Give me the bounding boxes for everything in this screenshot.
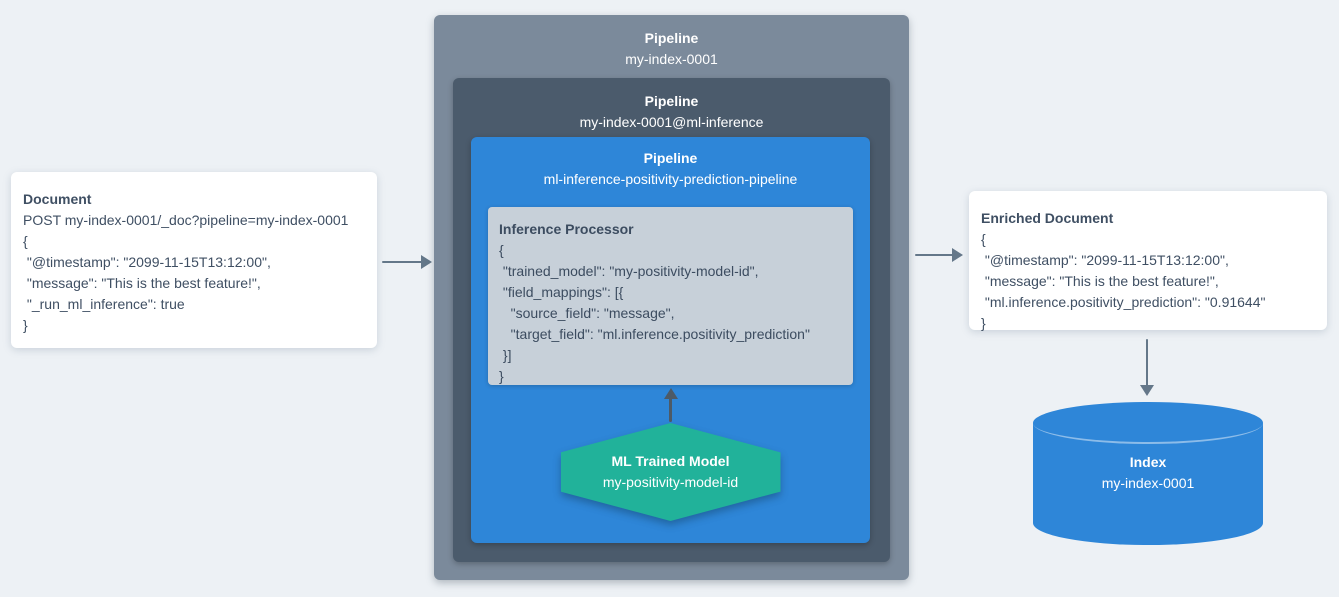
document-card-title: Document xyxy=(23,191,92,207)
arrow-document-to-pipeline xyxy=(382,254,432,270)
code-line: "@timestamp": "2099-11-15T13:12:00", xyxy=(981,252,1229,268)
pipeline-prediction-title: Pipeline xyxy=(643,150,698,166)
arrow-shaft xyxy=(915,253,954,257)
code-line: "message": "This is the best feature!", xyxy=(981,273,1219,289)
enriched-document-card: Enriched Document { "@timestamp": "2099-… xyxy=(969,191,1327,331)
code-line: } xyxy=(23,317,28,333)
cylinder-top-ellipse xyxy=(1033,402,1263,444)
ml-trained-model-node: ML Trained Model my-positivity-model-id xyxy=(560,423,781,521)
ml-trained-model-name: my-positivity-model-id xyxy=(602,474,739,490)
pipeline-box-outer: Pipeline my-index-0001 Pipeline my-index… xyxy=(434,15,909,580)
index-label: Index my-index-0001 xyxy=(1033,452,1263,494)
document-code: POST my-index-0001/_doc?pipeline=my-inde… xyxy=(23,210,365,336)
enriched-document-title: Enriched Document xyxy=(981,210,1114,226)
pipeline-ml-inference-name: my-index-0001@ml-inference xyxy=(579,114,764,130)
inference-processor-code: { "trained_model": "my-positivity-model-… xyxy=(499,240,842,387)
arrow-head-down-icon xyxy=(1140,385,1154,396)
code-line: { xyxy=(981,231,986,247)
pipeline-prediction-name: ml-inference-positivity-prediction-pipel… xyxy=(543,171,798,187)
code-line: "ml.inference.positivity_prediction": "0… xyxy=(981,294,1266,310)
code-line: }] xyxy=(499,347,512,363)
code-line: "trained_model": "my-positivity-model-id… xyxy=(499,263,759,279)
code-line: { xyxy=(23,233,28,249)
code-line: } xyxy=(981,315,986,331)
code-line: "_run_ml_inference": true xyxy=(23,296,185,312)
arrow-shaft xyxy=(1145,339,1149,387)
index-cylinder: Index my-index-0001 xyxy=(1033,402,1263,545)
pipeline-box-prediction: Pipeline ml-inference-positivity-predict… xyxy=(471,137,870,543)
code-line: POST my-index-0001/_doc?pipeline=my-inde… xyxy=(23,212,349,228)
enriched-document-code: { "@timestamp": "2099-11-15T13:12:00", "… xyxy=(981,229,1315,334)
index-name: my-index-0001 xyxy=(1101,475,1195,491)
index-title: Index xyxy=(1129,454,1167,470)
arrow-head-up-icon xyxy=(663,388,678,399)
arrow-shaft xyxy=(669,397,672,422)
hexagon-shape: ML Trained Model my-positivity-model-id xyxy=(560,423,781,521)
pipeline-prediction-header: Pipeline ml-inference-positivity-predict… xyxy=(471,148,870,190)
pipeline-outer-name: my-index-0001 xyxy=(625,51,718,67)
code-line: } xyxy=(499,368,504,384)
arrow-model-to-processor xyxy=(663,388,679,422)
inference-processor-box: Inference Processor { "trained_model": "… xyxy=(488,207,853,385)
arrow-enriched-document-to-index xyxy=(1139,339,1155,396)
arrow-pipeline-to-enriched-document xyxy=(915,247,963,263)
code-line: "@timestamp": "2099-11-15T13:12:00", xyxy=(23,254,271,270)
document-card: Document POST my-index-0001/_doc?pipelin… xyxy=(11,172,377,348)
code-line: "target_field": "ml.inference.positivity… xyxy=(499,326,810,342)
code-line: { xyxy=(499,242,504,258)
code-line: "message": "This is the best feature!", xyxy=(23,275,261,291)
pipeline-ml-inference-title: Pipeline xyxy=(644,93,699,109)
code-line: "field_mappings": [{ xyxy=(499,284,624,300)
pipeline-outer-header: Pipeline my-index-0001 xyxy=(434,28,909,70)
inference-processor-title: Inference Processor xyxy=(499,221,634,237)
arrow-head-right-icon xyxy=(952,248,963,262)
pipeline-outer-title: Pipeline xyxy=(644,30,699,46)
pipeline-ml-inference-header: Pipeline my-index-0001@ml-inference xyxy=(453,91,890,133)
ml-trained-model-title: ML Trained Model xyxy=(611,453,730,469)
arrow-head-right-icon xyxy=(421,255,432,269)
arrow-shaft xyxy=(382,260,423,264)
pipeline-box-ml-inference: Pipeline my-index-0001@ml-inference Pipe… xyxy=(453,78,890,562)
code-line: "source_field": "message", xyxy=(499,305,675,321)
